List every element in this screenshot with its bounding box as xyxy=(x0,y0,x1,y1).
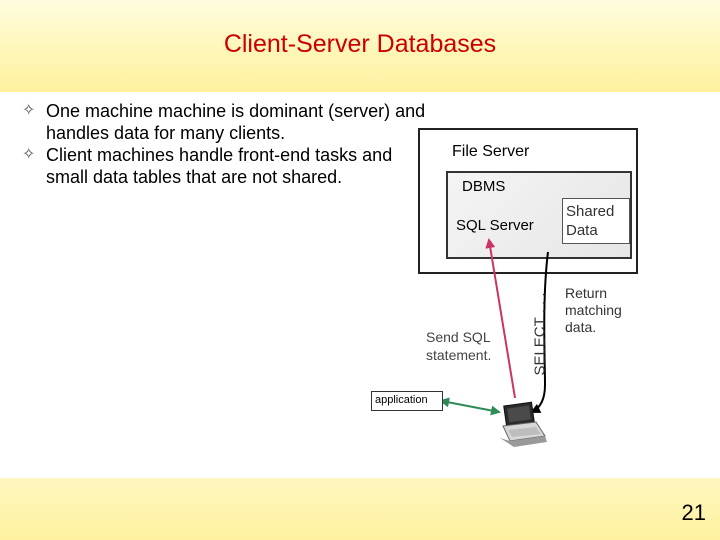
footer-band xyxy=(0,478,720,540)
send-sql-text: Send SQL statement. xyxy=(426,329,492,363)
sql-server-label: SQL Server xyxy=(456,217,534,234)
dbms-label: DBMS xyxy=(462,178,506,195)
slide-title: Client-Server Databases xyxy=(223,30,497,58)
sparkle-bullet-icon: ✧ xyxy=(22,102,36,119)
file-server-label: File Server xyxy=(452,143,530,160)
shared-data-box xyxy=(562,198,630,244)
return-data-arrow xyxy=(530,251,549,413)
bullet-item: ✧ Client machines handle front-end tasks… xyxy=(22,144,432,188)
bullet-text: One machine machine is dominant (server)… xyxy=(46,101,426,143)
page-number: 21 xyxy=(681,500,706,525)
bullet-list: ✧ One machine machine is dominant (serve… xyxy=(22,100,432,188)
application-box xyxy=(371,391,443,411)
return-data-text: Return matching data. xyxy=(565,285,622,335)
shared-data-label: Shared Data xyxy=(566,203,615,239)
computer-icon xyxy=(500,401,547,447)
application-label: application xyxy=(375,394,428,406)
app-link-arrow xyxy=(439,397,501,416)
send-sql-arrow xyxy=(485,238,516,399)
bullet-item: ✧ One machine machine is dominant (serve… xyxy=(22,100,432,144)
bullet-text: Client machines handle front-end tasks a… xyxy=(46,145,393,187)
sparkle-bullet-icon: ✧ xyxy=(22,146,36,163)
title-band xyxy=(0,0,720,92)
select-statement-text: SELECT . . . xyxy=(531,292,549,376)
